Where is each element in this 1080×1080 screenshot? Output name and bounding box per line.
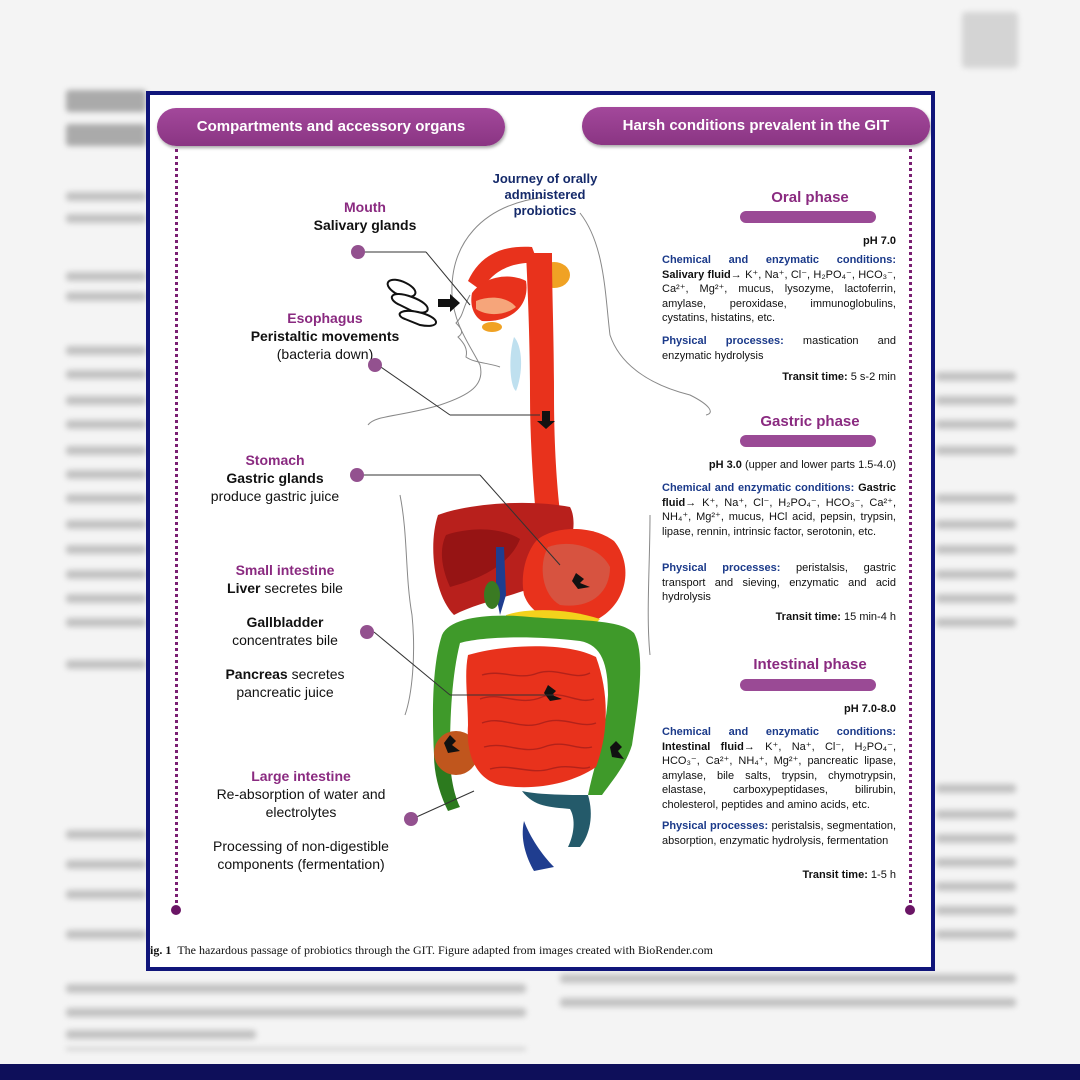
liver-bold: Liver xyxy=(227,580,261,596)
small-intestine-label: Small intestine Liver secretes bile Gall… xyxy=(200,561,370,701)
pancreas-rest1: secretes xyxy=(287,666,345,682)
oral-transit-label: Transit time: xyxy=(782,371,848,383)
intestinal-phase-title: Intestinal phase xyxy=(753,656,867,673)
stomach-line2: produce gastric juice xyxy=(210,488,340,504)
large-intestine-dot xyxy=(404,812,418,826)
gastric-fluid: K⁺, Na⁺, Cl⁻, H₂PO₄⁻, HCO₃⁻, Ca²⁺, NH₄⁺,… xyxy=(662,496,896,538)
caption-label: ig. 1 xyxy=(150,943,172,957)
large-intestine-line3: Processing of non-digestible xyxy=(213,838,389,854)
header-harsh-conditions: Harsh conditions prevalent in the GIT xyxy=(582,107,930,145)
gallbladder-bold: Gallbladder xyxy=(246,614,324,630)
intestinal-ph: pH 7.0-8.0 xyxy=(844,703,896,715)
intestinal-physical-block: Physical processes: peristalsis, segment… xyxy=(662,819,896,848)
esophagus-title: Esophagus xyxy=(287,310,363,326)
gastric-ph-bold: pH 3.0 xyxy=(708,459,742,471)
large-intestine-line1: Re-absorption of water and xyxy=(216,786,386,802)
small-intestine-title: Small intestine xyxy=(235,562,335,578)
large-intestine-title: Large intestine xyxy=(251,768,351,784)
caption-text: The hazardous passage of probiotics thro… xyxy=(177,943,713,957)
left-dotted-line xyxy=(175,149,178,909)
oral-phys: mastication and enzymatic hydrolysis xyxy=(662,335,896,362)
intestinal-fluid: K⁺, Na⁺, Cl⁻, H₂PO₄⁻, HCO₃⁻, Ca²⁺, NH₄⁺,… xyxy=(662,740,897,811)
esophagus-line2: (bacteria down) xyxy=(276,346,374,362)
intestinal-phase-bar xyxy=(740,679,876,691)
gastric-physical-block: Physical processes: peristalsis, gastric… xyxy=(662,561,896,605)
gi-tract-illustration xyxy=(358,196,711,871)
oral-phase-title: Oral phase xyxy=(771,189,849,206)
esophagus-label: Esophagus Peristaltic movements (bacteri… xyxy=(200,309,450,363)
oral-fluid: K⁺, Na⁺, Cl⁻, H₂PO₄⁻, HCO₃⁻, Ca²⁺, Mg²⁺,… xyxy=(662,268,896,325)
intestinal-phys: peristalsis, segmentation, absorption, e… xyxy=(662,820,896,847)
intestinal-transit-value: 1-5 h xyxy=(867,869,896,881)
gallbladder-rest: concentrates bile xyxy=(232,632,338,648)
header-compartments: Compartments and accessory organs xyxy=(157,108,505,146)
stomach-label: Stomach Gastric glands produce gastric j… xyxy=(190,451,360,505)
oral-fluid-label: Salivary fluid→ xyxy=(662,268,742,281)
right-dotted-line xyxy=(909,149,912,909)
mouth-line: Salivary glands xyxy=(313,217,417,233)
mouth-dot xyxy=(351,245,365,259)
intestinal-chem-label: Chemical and enzymatic conditions: xyxy=(662,726,896,738)
intestinal-fluid-label: Intestinal fluid→ xyxy=(662,740,755,753)
mouth-label: Mouth Salivary glands xyxy=(280,198,450,234)
oral-transit: Transit time: 5 s-2 min xyxy=(660,371,896,383)
oral-chemical-block: Chemical and enzymatic conditions: Saliv… xyxy=(662,253,896,326)
pancreas-rest2: pancreatic juice xyxy=(236,684,334,700)
large-intestine-line4: components (fermentation) xyxy=(217,856,385,872)
gastric-ph: pH 3.0 (upper and lower parts 1.5-4.0) xyxy=(660,459,896,471)
gastric-chem-label: Chemical and enzymatic conditions: xyxy=(662,482,855,494)
journey-label: Journey of orally administered probiotic… xyxy=(492,171,598,218)
right-end-dot xyxy=(905,905,915,915)
large-intestine-label: Large intestine Re-absorption of water a… xyxy=(196,767,406,873)
oral-ph: pH 7.0 xyxy=(862,235,896,247)
intestinal-chemical-block: Chemical and enzymatic conditions: Intes… xyxy=(662,725,896,812)
liver-rest: secretes bile xyxy=(260,580,343,596)
stomach-line1: Gastric glands xyxy=(226,470,324,486)
stomach-title: Stomach xyxy=(245,452,305,468)
esophagus-dot xyxy=(368,358,382,372)
oral-phase-bar xyxy=(740,211,876,223)
oral-transit-value: 5 s-2 min xyxy=(847,371,896,383)
pancreas-bold: Pancreas xyxy=(225,666,288,682)
gastric-transit-label: Transit time: xyxy=(775,611,841,623)
figure-panel: Compartments and accessory organs Harsh … xyxy=(146,91,935,971)
intestinal-transit-label: Transit time: xyxy=(802,869,868,881)
oral-chem-label: Chemical and enzymatic conditions: xyxy=(662,254,896,266)
gastric-transit-value: 15 min-4 h xyxy=(840,611,896,623)
intestinal-transit: Transit time: 1-5 h xyxy=(660,869,896,881)
intestinal-phys-label: Physical processes: xyxy=(662,820,769,832)
oral-phys-label: Physical processes: xyxy=(662,335,784,347)
gastric-phase-title: Gastric phase xyxy=(760,413,860,430)
gastric-transit: Transit time: 15 min-4 h xyxy=(660,611,896,623)
mouth-title: Mouth xyxy=(344,199,386,215)
oral-physical-block: Physical processes: mastication and enzy… xyxy=(662,334,896,363)
large-intestine-line2: electrolytes xyxy=(265,804,337,820)
gastric-phase-bar xyxy=(740,435,876,447)
gastric-ph-rest: (upper and lower parts 1.5-4.0) xyxy=(741,459,896,471)
gastric-chemical-block: Chemical and enzymatic conditions: Gastr… xyxy=(662,481,896,539)
gastric-fluid-label: Gastric fluid→ xyxy=(662,482,897,509)
gastric-phys-label: Physical processes: xyxy=(662,562,781,574)
stomach-dot xyxy=(350,468,364,482)
figure-caption: ig. 1 The hazardous passage of probiotic… xyxy=(150,943,930,958)
esophagus-line1: Peristaltic movements xyxy=(250,328,400,344)
bottom-bar xyxy=(0,1064,1080,1080)
small-intestine-dot xyxy=(360,625,374,639)
gastric-phys: peristalsis, gastric transport and sievi… xyxy=(662,562,896,603)
left-end-dot xyxy=(171,905,181,915)
